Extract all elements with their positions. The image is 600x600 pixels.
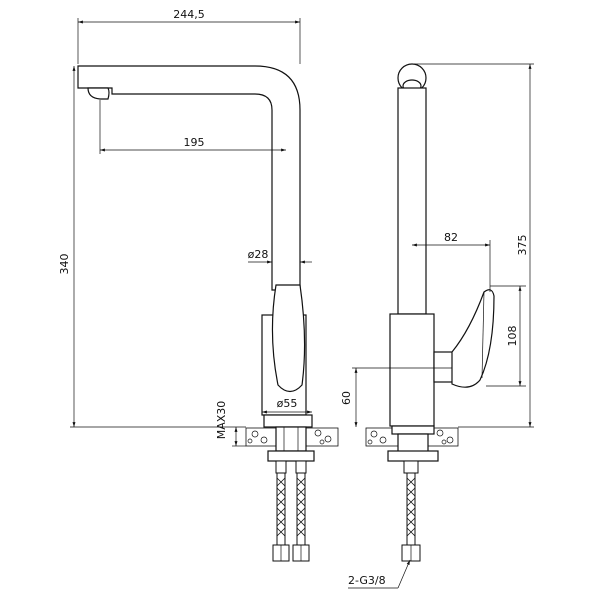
side-column bbox=[397, 87, 427, 315]
dim-handle-offset: 82 bbox=[444, 231, 458, 244]
dim-spout-diameter: ø28 bbox=[248, 248, 269, 261]
front-view: 244,5 195 340 ø28 ø55 MAX30 bbox=[58, 8, 339, 562]
side-body bbox=[389, 313, 435, 427]
side-nut bbox=[387, 450, 439, 462]
side-shank bbox=[397, 433, 429, 453]
dim-handle-base-height: 60 bbox=[340, 391, 353, 405]
front-aerator bbox=[87, 87, 110, 100]
front-shank bbox=[275, 426, 307, 452]
dim-base-diameter: ø55 bbox=[277, 397, 298, 410]
dim-max-counter-thickness: MAX30 bbox=[215, 401, 228, 440]
dim-total-height: 375 bbox=[516, 235, 529, 256]
side-view: 375 82 108 60 2-G3/8 bbox=[340, 63, 534, 589]
front-counter-stones bbox=[247, 429, 332, 445]
side-handle-connector bbox=[433, 351, 455, 383]
front-spout-column bbox=[77, 65, 301, 291]
front-hoses bbox=[272, 460, 310, 562]
side-counter-stones bbox=[367, 429, 454, 445]
side-handle bbox=[451, 289, 495, 388]
side-base bbox=[391, 425, 435, 435]
dim-hose-connection: 2-G3/8 bbox=[348, 574, 386, 587]
side-hose bbox=[401, 460, 421, 562]
front-base bbox=[263, 414, 313, 428]
dim-handle-height: 108 bbox=[506, 326, 519, 347]
dim-body-height: 340 bbox=[58, 254, 71, 275]
dim-spout-reach: 195 bbox=[184, 136, 205, 149]
dim-overall-width: 244,5 bbox=[173, 8, 205, 21]
front-nut bbox=[267, 450, 315, 462]
front-handle bbox=[271, 284, 306, 393]
